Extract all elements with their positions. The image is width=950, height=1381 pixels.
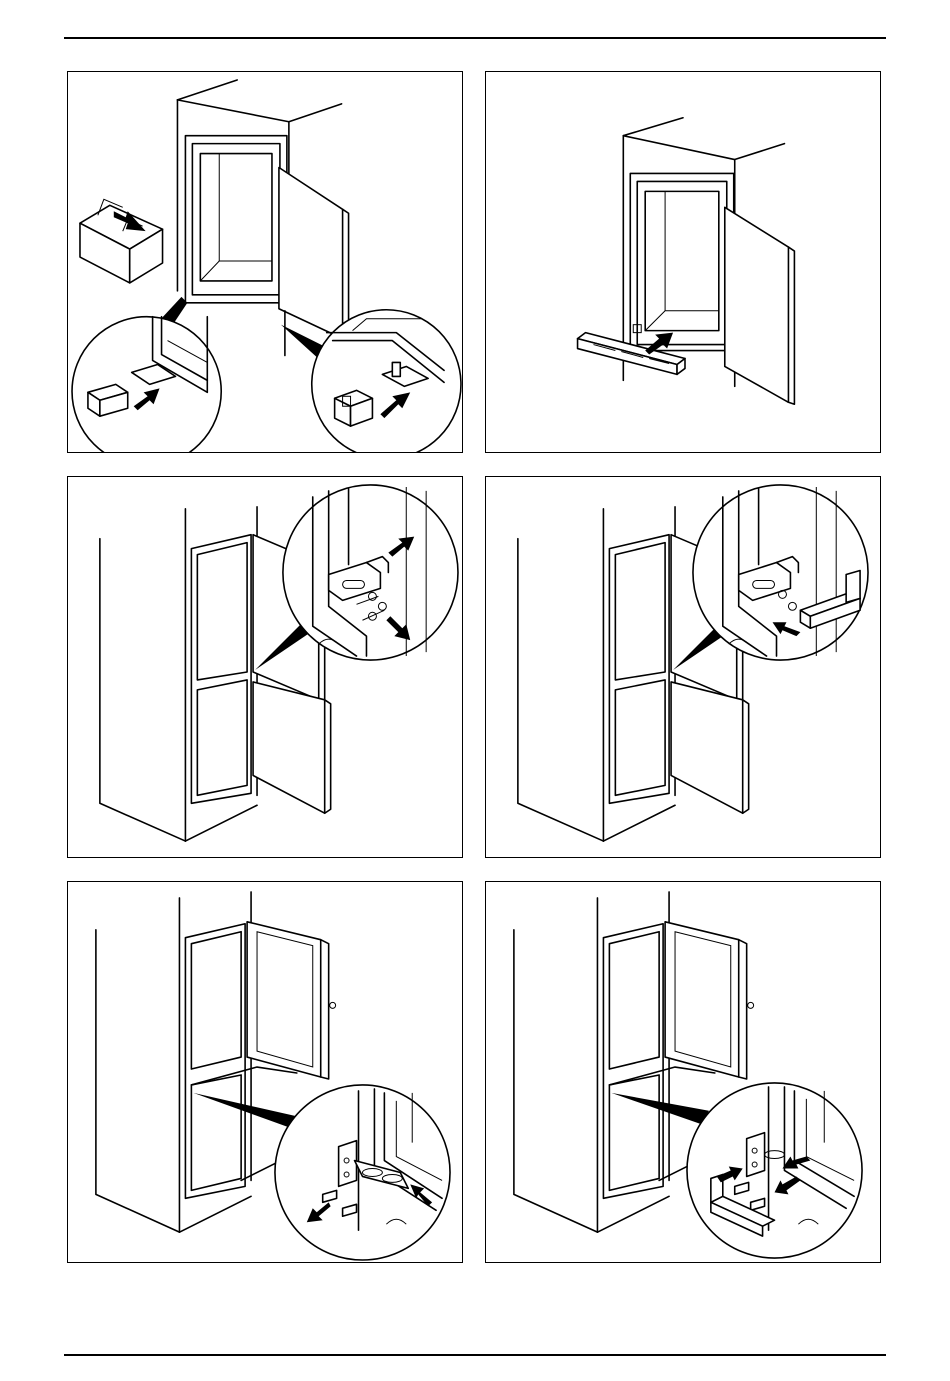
bottom-rule [64, 1354, 886, 1356]
illustration-panel-6 [485, 881, 881, 1263]
illustration-panel-4 [485, 476, 881, 858]
detail-circle-left [72, 297, 221, 452]
illustration-panel-5 [67, 881, 463, 1263]
upper-door-open [247, 922, 336, 1079]
ventilation-strip [578, 325, 685, 375]
lower-door [253, 682, 331, 813]
illustration-panel-2 [485, 71, 881, 453]
panel-4-drawing [486, 477, 880, 857]
upper-door-open [665, 922, 754, 1079]
lower-door [671, 682, 749, 813]
appliance-body [191, 535, 251, 804]
appliance-body [603, 924, 663, 1199]
packaging-box [80, 199, 163, 283]
panel-6-drawing [486, 882, 880, 1262]
detail-circle-right [281, 310, 461, 452]
panel-5-drawing [68, 882, 462, 1262]
top-rule [64, 37, 886, 39]
panel-1-drawing [68, 72, 462, 452]
detail-circle [255, 485, 458, 670]
panel-3-drawing [68, 477, 462, 857]
detail-circle [193, 1085, 450, 1260]
illustration-panel-1 [67, 71, 463, 453]
detail-circle [673, 485, 868, 670]
door-bracket [747, 1133, 765, 1177]
appliance-body [185, 924, 245, 1199]
appliance-body [609, 535, 669, 804]
illustration-panel-3 [67, 476, 463, 858]
detail-circle [611, 1083, 862, 1258]
door-bracket [339, 1141, 357, 1187]
panel-2-drawing [486, 72, 880, 452]
